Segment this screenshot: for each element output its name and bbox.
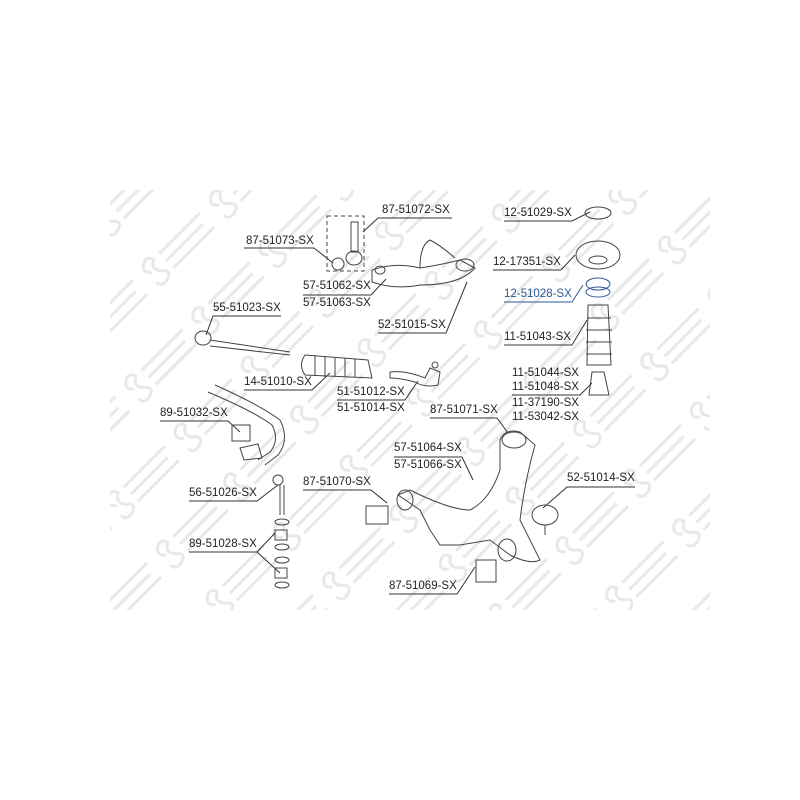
stabilizer-link-upper xyxy=(326,215,365,272)
part-label[interactable]: 89-51028-SX xyxy=(189,538,257,550)
part-label[interactable]: 52-51014-SX xyxy=(567,472,635,484)
part-label[interactable]: 12-51029-SX xyxy=(504,207,572,219)
part-label[interactable]: 87-51070-SX xyxy=(303,476,371,488)
part-label[interactable]: 57-51063-SX xyxy=(303,297,371,309)
upper-control-arm xyxy=(371,239,476,288)
ball-joint xyxy=(531,504,559,535)
part-label[interactable]: 57-51062-SX xyxy=(303,280,371,292)
stabilizer-bar xyxy=(207,384,285,466)
part-label[interactable]: 56-51026-SX xyxy=(189,487,257,499)
part-label[interactable]: 52-51015-SX xyxy=(378,319,446,331)
part-label[interactable]: 87-51073-SX xyxy=(246,235,314,247)
stabilizer-link-lower xyxy=(272,474,290,589)
leader-lines xyxy=(160,211,635,595)
strut-mount-parts xyxy=(575,206,621,396)
part-label[interactable]: 55-51023-SX xyxy=(213,302,281,314)
part-label[interactable]: 11-37190-SX xyxy=(512,397,579,409)
part-label[interactable]: 11-51043-SX xyxy=(504,331,571,343)
part-label[interactable]: 57-51064-SX xyxy=(394,442,462,454)
part-label[interactable]: 87-51069-SX xyxy=(389,580,457,592)
part-label[interactable]: 51-51012-SX xyxy=(337,386,405,398)
part-label[interactable]: 11-51044-SX xyxy=(512,367,579,379)
rack-boot xyxy=(301,354,373,379)
part-label[interactable]: 57-51066-SX xyxy=(394,459,462,471)
part-label[interactable]: 11-53042-SX xyxy=(512,411,579,423)
part-label[interactable]: 87-51072-SX xyxy=(382,204,450,216)
lower-control-arm xyxy=(365,430,541,583)
part-label[interactable]: 11-51048-SX xyxy=(512,381,579,393)
part-label-highlighted[interactable]: 12-51028-SX xyxy=(504,288,572,300)
part-label[interactable]: 12-17351-SX xyxy=(493,256,561,268)
stellox-watermark-logo xyxy=(110,190,710,610)
part-label[interactable]: 51-51014-SX xyxy=(337,402,405,414)
part-label[interactable]: 89-51032-SX xyxy=(160,407,228,419)
tie-rod xyxy=(194,330,291,356)
part-label[interactable]: 87-51071-SX xyxy=(430,404,498,416)
tie-rod-end xyxy=(389,361,441,387)
part-label[interactable]: 14-51010-SX xyxy=(244,376,312,388)
